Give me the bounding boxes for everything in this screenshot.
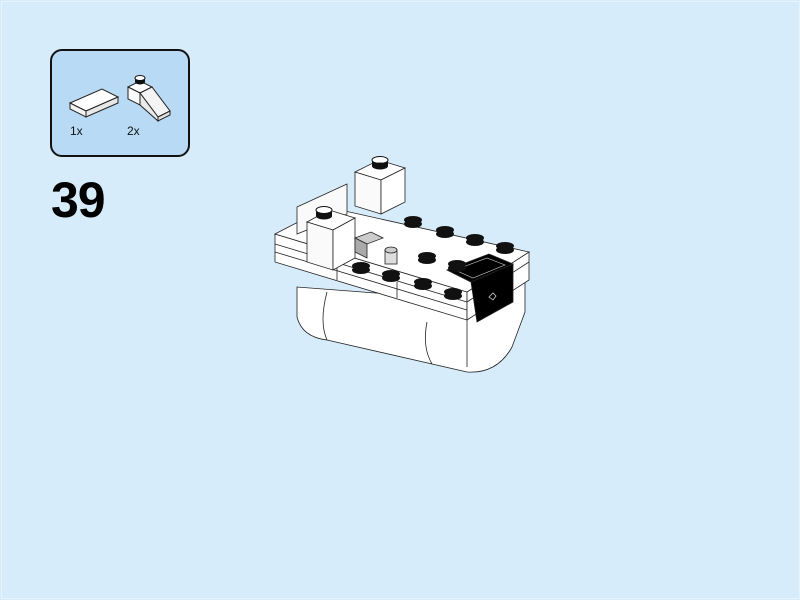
tile-1x2-part-icon [68, 88, 120, 118]
slope-1x2-quantity: 2x [127, 124, 140, 138]
tile-1x2-quantity: 1x [70, 124, 83, 138]
parts-list-callout: 1x 2x [50, 49, 190, 157]
slope-1x2-part-icon [126, 75, 171, 123]
step-number: 39 [51, 172, 106, 228]
stud [371, 156, 389, 170]
assembled-model-illustration [273, 156, 531, 373]
